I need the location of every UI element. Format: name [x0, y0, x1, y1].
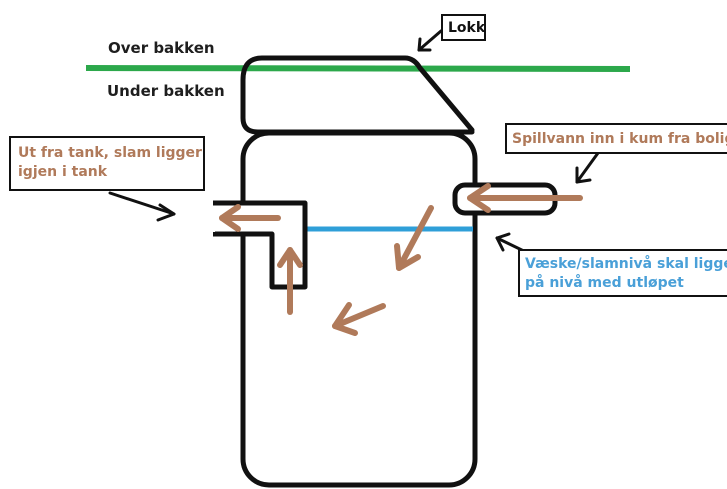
outlet-pointer-arrow — [108, 191, 176, 222]
upward-flow-arrow — [277, 247, 303, 315]
manhole-riser — [240, 55, 475, 135]
inlet-flow-arrow — [467, 183, 583, 213]
lid-callout: Lokk — [441, 14, 486, 41]
level-label-line2: på nivå med utløpet — [525, 275, 684, 291]
level-callout: Væske/slamnivå skal ligge på nivå med ut… — [518, 249, 727, 297]
inlet-pointer-arrow — [575, 151, 600, 184]
under-ground-label: Under bakken — [107, 82, 225, 100]
outlet-flow-arrow — [219, 204, 281, 232]
tank-body — [240, 130, 478, 488]
inlet-callout: Spillvann inn i kum fra bolig — [505, 123, 727, 154]
outlet-label-line2: igjen i tank — [18, 164, 108, 180]
outlet-callout: Ut fra tank, slam ligger igjen i tank — [9, 136, 205, 191]
outlet-label-line1: Ut fra tank, slam ligger — [18, 145, 202, 161]
inlet-label: Spillvann inn i kum fra bolig — [512, 131, 727, 147]
lid-pointer-arrow — [417, 29, 443, 52]
ground-line — [85, 65, 631, 72]
downward-flow-arrow — [394, 205, 434, 271]
level-label-line1: Væske/slamnivå skal ligge — [525, 256, 727, 272]
over-ground-label: Over bakken — [108, 39, 215, 57]
lid-label: Lokk — [448, 20, 486, 36]
settling-flow-arrow — [332, 302, 386, 336]
